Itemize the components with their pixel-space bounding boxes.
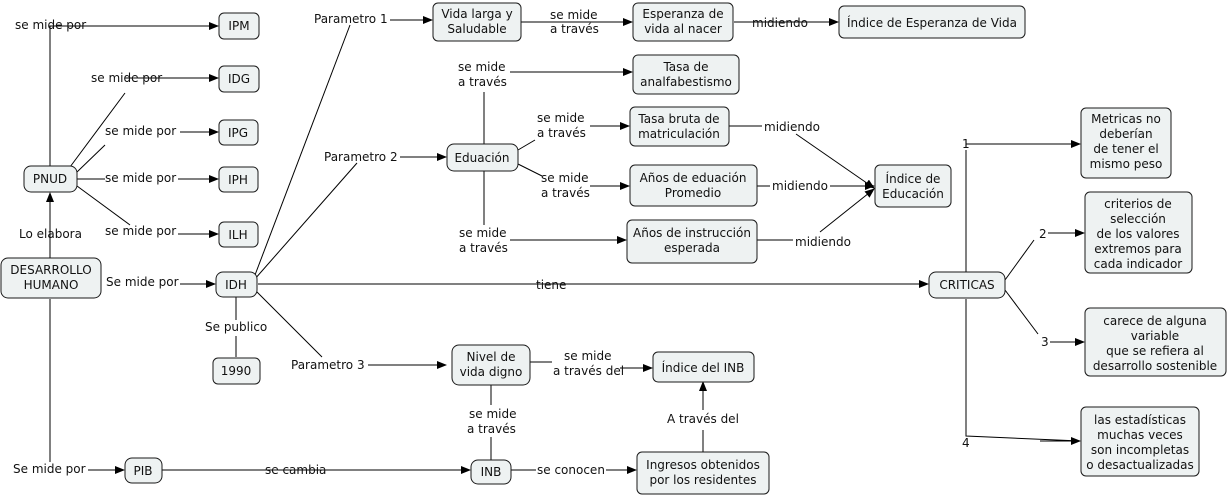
node-indice-vida-label: Índice de Esperanza de Vida — [847, 15, 1017, 30]
edge-labels: se mide por se mide por se mide por se m… — [13, 8, 1049, 477]
label-se-mide-por-ipm: se mide por — [15, 18, 86, 32]
node-iph-label: IPH — [228, 173, 248, 187]
label-critica-3: 3 — [1041, 335, 1049, 349]
label-a-traves-del: A través del — [667, 412, 739, 426]
label-critica-1: 1 — [962, 137, 970, 151]
label-se-mide-por-idh: Se mide por — [106, 275, 179, 289]
label-critica-2: 2 — [1039, 227, 1047, 241]
node-idg[interactable]: IDG — [218, 65, 260, 93]
label-parametro-2: Parametro 2 — [324, 150, 398, 164]
node-ilh-label: ILH — [228, 228, 247, 242]
label-se-publico: Se publico — [205, 320, 267, 334]
node-pnud[interactable]: PNUD — [23, 165, 78, 193]
node-educacion[interactable]: Eduación — [446, 143, 519, 172]
label-parametro-3: Parametro 3 — [291, 358, 365, 372]
label-se-mide-por-idg: se mide por — [91, 71, 162, 85]
label-se-mide-por-ipg: se mide por — [105, 124, 176, 138]
node-inb[interactable]: INB — [470, 459, 512, 485]
label-midiendo-anios-edu: midiendo — [772, 179, 828, 193]
node-1990-label: 1990 — [221, 364, 252, 378]
label-parametro-1: Parametro 1 — [314, 12, 388, 26]
label-lo-elabora: Lo elabora — [19, 227, 82, 241]
label-midiendo-tasa-bruta: midiendo — [764, 120, 820, 134]
node-ipg[interactable]: IPG — [218, 119, 259, 146]
label-se-mide-por-pib: Se mide por — [13, 462, 86, 476]
node-1990[interactable]: 1990 — [212, 357, 261, 385]
node-pnud-label: PNUD — [33, 172, 67, 186]
label-se-cambia: se cambia — [265, 463, 326, 477]
node-pib-label: PIB — [133, 464, 152, 478]
label-midiendo-anios-instr: midiendo — [795, 235, 851, 249]
node-idh[interactable]: IDH — [215, 271, 258, 298]
label-se-mide-por-iph: se mide por — [105, 171, 176, 185]
connectors — [46, 16, 1085, 474]
node-pib[interactable]: PIB — [124, 457, 163, 484]
node-indice-inb-label: Índice del INB — [662, 360, 745, 375]
node-ipm[interactable]: IPM — [218, 12, 260, 40]
node-criticas-label: CRITICAS — [939, 278, 994, 292]
label-tiene: tiene — [536, 278, 566, 292]
node-inb-label: INB — [481, 465, 502, 479]
node-ipg-label: IPG — [228, 126, 248, 140]
node-idh-label: IDH — [225, 278, 247, 292]
node-indice-vida[interactable]: Índice de Esperanza de Vida — [838, 5, 1026, 39]
label-se-conocen: se conocen — [537, 463, 605, 477]
label-se-mide-por-ilh: se mide por — [105, 224, 176, 238]
node-indice-inb[interactable]: Índice del INB — [652, 351, 755, 383]
node-iph[interactable]: IPH — [218, 166, 259, 193]
label-midiendo-vida: midiendo — [752, 16, 808, 30]
label-critica-4: 4 — [962, 436, 970, 450]
node-ilh[interactable]: ILH — [218, 221, 259, 248]
node-educacion-label: Eduación — [454, 151, 509, 165]
node-idg-label: IDG — [228, 72, 250, 86]
node-criticas[interactable]: CRITICAS — [928, 271, 1006, 299]
node-ipm-label: IPM — [228, 19, 249, 33]
